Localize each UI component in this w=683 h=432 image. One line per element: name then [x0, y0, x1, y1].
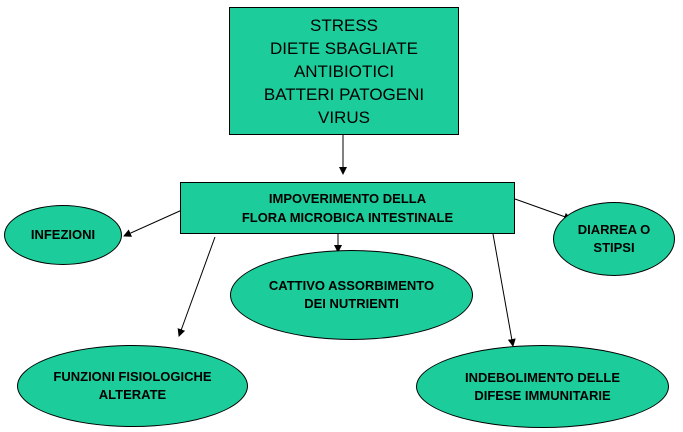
- diarrea-label-line-1: DIARREA O: [577, 222, 651, 237]
- infezioni-node: INFEZIONI: [4, 205, 122, 265]
- cattivo-assorbimento-node: CATTIVO ASSORBIMENTO DEI NUTRIENTI: [230, 250, 473, 340]
- infezioni-label: INFEZIONI: [30, 227, 96, 242]
- cattivo-label-line-1: CATTIVO ASSORBIMENTO: [268, 278, 435, 293]
- cattivo-label-line-2: DEI NUTRIENTI: [304, 296, 399, 311]
- diarrea-label-line-2: STIPSI: [593, 240, 635, 255]
- central-label-line-2: FLORA MICROBICA INTESTINALE: [241, 210, 454, 225]
- causes-box: STRESS DIETE SBAGLIATE ANTIBIOTICI BATTE…: [229, 7, 459, 135]
- arrow-center-to-indebolimento: [492, 233, 516, 347]
- diarrea-stipsi-node: DIARREA O STIPSI: [553, 202, 675, 276]
- cause-antibiotici: ANTIBIOTICI: [293, 61, 395, 81]
- indebolimento-difese-node: INDEBOLIMENTO DELLE DIFESE IMMUNITARIE: [416, 345, 669, 428]
- central-effect-box: IMPOVERIMENTO DELLA FLORA MICROBICA INTE…: [180, 182, 515, 234]
- cause-diete-sbagliate: DIETE SBAGLIATE: [269, 38, 418, 58]
- central-label-line-1: IMPOVERIMENTO DELLA: [268, 191, 427, 206]
- arrow-center-to-funzioni: [177, 236, 216, 337]
- cause-batteri-patogeni: BATTERI PATOGENI: [263, 84, 425, 104]
- indebolimento-label-line-2: DIFESE IMMUNITARIE: [474, 387, 611, 403]
- arrow-center-to-diarrea: [514, 198, 572, 221]
- funzioni-fisiologiche-node: FUNZIONI FISIOLOGICHE ALTERATE: [17, 345, 248, 427]
- cause-stress: STRESS: [309, 15, 379, 35]
- arrow-center-to-infezioni: [123, 209, 183, 237]
- cause-virus: VIRUS: [318, 107, 370, 127]
- funzioni-label-line-2: ALTERATE: [98, 387, 167, 402]
- funzioni-label-line-1: FUNZIONI FISIOLOGICHE: [53, 369, 212, 384]
- indebolimento-label-line-1: INDEBOLIMENTO DELLE: [464, 369, 621, 385]
